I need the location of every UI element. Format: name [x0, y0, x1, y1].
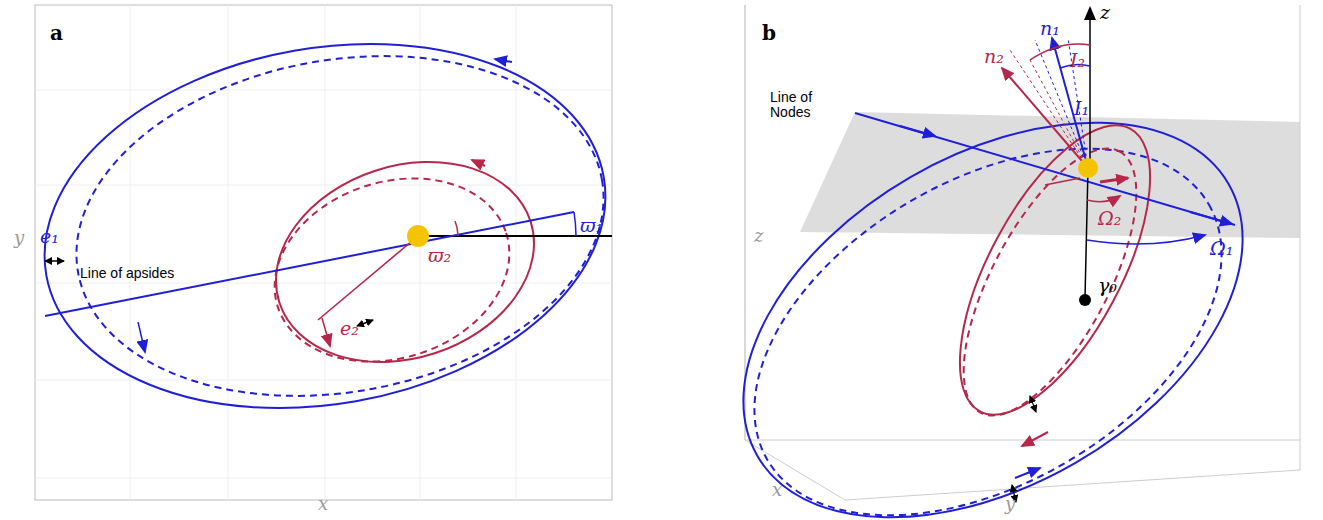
apsides-label: Line of apsides: [80, 266, 174, 281]
axis-label: z: [754, 226, 763, 246]
axis-label: x: [318, 494, 328, 514]
nodes-label: Line of Nodes: [770, 90, 834, 121]
angle-label: ϖ₁: [580, 215, 603, 236]
eccentricity-label: e₁: [40, 226, 59, 247]
vector-label: n₂: [984, 46, 1004, 67]
axis-label: z: [1100, 2, 1110, 23]
axis-label: x: [772, 480, 782, 500]
equinox-label: γ₀: [1098, 275, 1117, 296]
node-angle-label: Ω₁: [1210, 238, 1233, 259]
vector-label: n₁: [1040, 18, 1060, 39]
panel-letter: b: [762, 22, 776, 44]
inclination-label: I₂: [1070, 50, 1085, 71]
node-angle-label: Ω₂: [1098, 208, 1121, 229]
axis-label: y: [1005, 494, 1015, 514]
inclination-label: I₁: [1074, 98, 1089, 119]
axis-label: y: [14, 228, 24, 248]
eccentricity-label: e₂: [340, 318, 359, 339]
angle-label: ϖ₂: [428, 245, 451, 266]
panel-letter: a: [50, 22, 63, 44]
